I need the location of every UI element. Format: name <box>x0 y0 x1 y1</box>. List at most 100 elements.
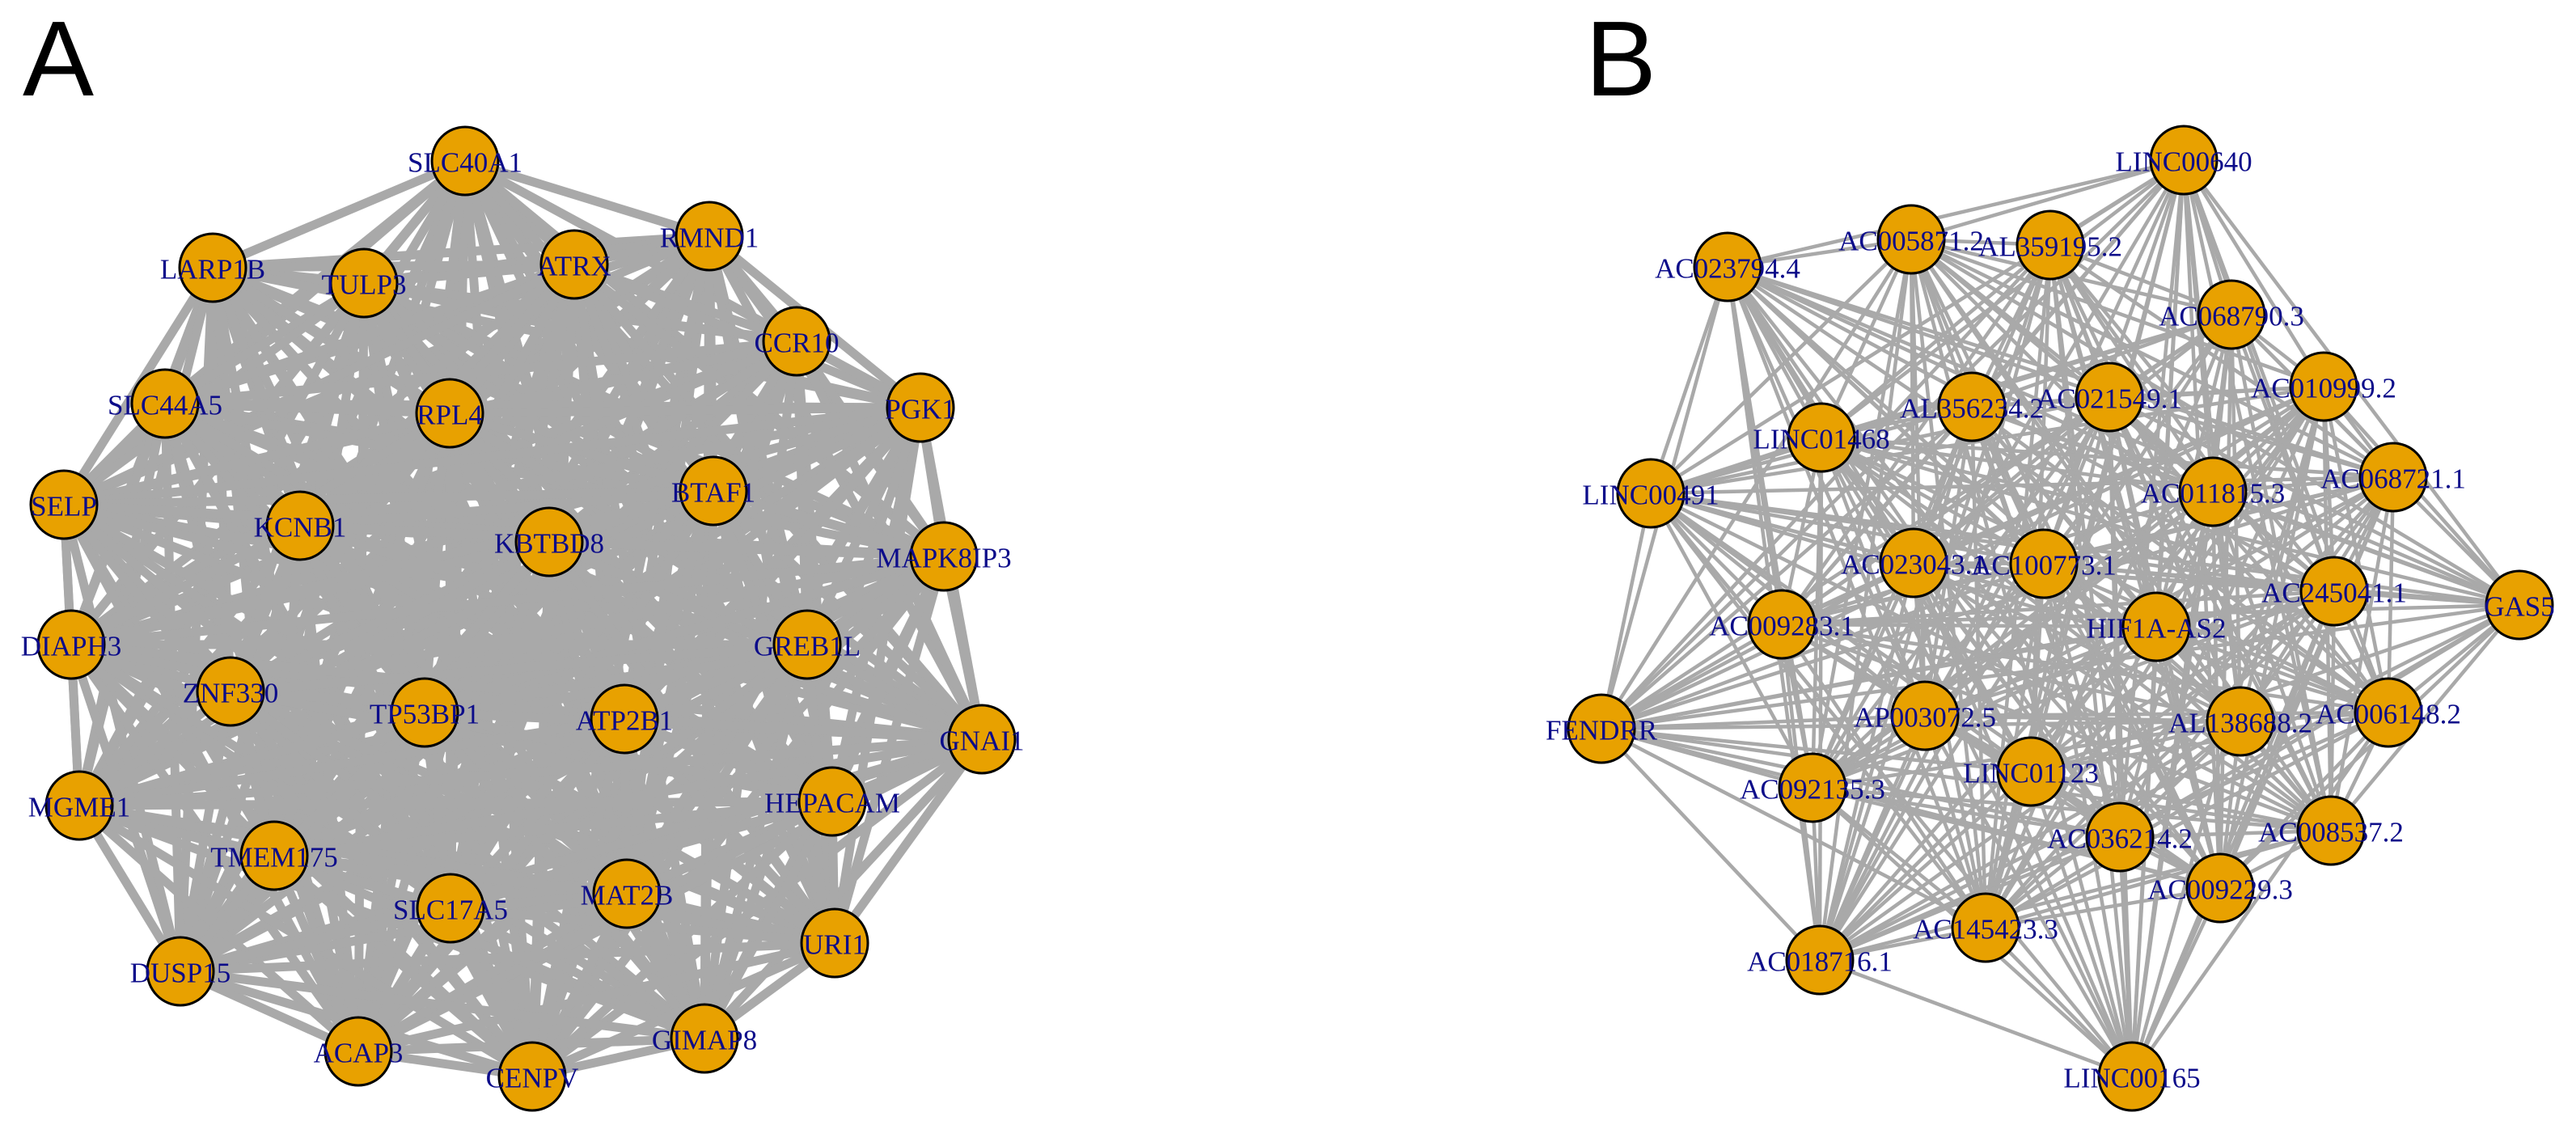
node-acap3[interactable] <box>324 1016 393 1087</box>
node-hif1a-as2[interactable] <box>2121 591 2191 662</box>
edge <box>830 407 925 944</box>
edge <box>463 156 711 241</box>
node-label: AC005871.2 <box>1838 226 1984 257</box>
edge <box>2155 476 2395 628</box>
node-tulp3[interactable] <box>329 247 399 319</box>
node-label: AL356234.2 <box>1900 393 2044 425</box>
edge <box>2041 563 2134 1077</box>
edge <box>69 640 629 899</box>
node-diaph3[interactable] <box>36 609 106 680</box>
edge <box>2042 313 2233 565</box>
node-tmem175[interactable] <box>239 820 309 891</box>
node-selp[interactable] <box>29 469 99 540</box>
node-al356234-2[interactable] <box>1937 371 2007 442</box>
node-ccr10[interactable] <box>762 306 831 377</box>
node-uri1[interactable] <box>800 907 869 979</box>
node-pgk1[interactable] <box>886 372 955 443</box>
node-gas5[interactable] <box>2485 569 2554 641</box>
node-rpl4[interactable] <box>415 378 484 449</box>
node-rmnd1[interactable] <box>675 201 744 272</box>
edge <box>2119 828 2332 840</box>
node-ac005871-2[interactable] <box>1876 204 1946 275</box>
node-circle <box>2206 686 2275 757</box>
node-ac092135-3[interactable] <box>1778 752 1847 823</box>
edge <box>1599 493 1653 730</box>
node-circle <box>590 683 659 755</box>
node-label: DIAPH3 <box>21 631 121 662</box>
node-ac036214-2[interactable] <box>2085 801 2155 873</box>
node-cenpv[interactable] <box>497 1041 567 1112</box>
edge <box>2030 769 2332 833</box>
node-atrx[interactable] <box>539 229 609 300</box>
edge <box>1781 622 2241 724</box>
node-greb1l[interactable] <box>772 609 842 680</box>
node-kbtbd8[interactable] <box>514 506 584 577</box>
node-circle <box>514 506 584 577</box>
node-atp2b1[interactable] <box>590 683 659 755</box>
node-label: DUSP15 <box>130 958 231 989</box>
node-linc00640[interactable] <box>2149 125 2219 196</box>
node-ac245041-1[interactable] <box>2299 556 2369 627</box>
edge <box>2030 603 2520 774</box>
node-slc17a5[interactable] <box>416 873 485 944</box>
node-ac009229-3[interactable] <box>2185 852 2255 924</box>
edge <box>1781 622 2389 715</box>
node-ap003072-5[interactable] <box>1890 680 1960 751</box>
node-label: ATP2B1 <box>576 705 674 737</box>
node-ac006148-2[interactable] <box>2354 677 2423 748</box>
node-al359195-2[interactable] <box>2016 209 2085 281</box>
edge <box>1727 158 2185 269</box>
node-linc01123[interactable] <box>1996 736 2066 807</box>
node-circle <box>2485 569 2554 641</box>
node-larp1b[interactable] <box>178 232 247 303</box>
edge <box>1819 437 2134 1077</box>
node-ac068790-3[interactable] <box>2197 279 2266 350</box>
node-fendrr[interactable] <box>1567 693 1636 764</box>
node-label: SLC44A5 <box>108 390 222 421</box>
node-tp53bp1[interactable] <box>390 677 459 748</box>
node-label: TP53BP1 <box>370 699 480 730</box>
node-mapk8ip3[interactable] <box>909 521 979 592</box>
node-ac068721-1[interactable] <box>2358 442 2428 513</box>
node-linc01468[interactable] <box>1787 402 1856 473</box>
edge <box>63 486 714 510</box>
node-linc00491[interactable] <box>1616 458 1686 529</box>
node-ac145423-3[interactable] <box>1951 892 2020 963</box>
node-circle <box>2016 209 2085 281</box>
node-mat2b[interactable] <box>592 858 662 929</box>
node-slc44a5[interactable] <box>130 368 200 439</box>
node-ac023043-1[interactable] <box>1879 527 1948 598</box>
edge <box>61 157 468 509</box>
node-hepacam[interactable] <box>797 766 867 837</box>
node-label: PGK1 <box>885 394 956 425</box>
node-gimap8[interactable] <box>670 1003 739 1074</box>
node-ac100773-1[interactable] <box>2009 528 2079 599</box>
node-gnai1[interactable] <box>947 704 1017 775</box>
node-ac010999-2[interactable] <box>2289 351 2358 422</box>
node-btaf1[interactable] <box>679 455 748 527</box>
node-znf330[interactable] <box>196 656 265 727</box>
edge <box>1812 624 2157 790</box>
node-ac009283-1[interactable] <box>1747 589 1817 660</box>
node-circle <box>2185 852 2255 924</box>
node-dusp15[interactable] <box>146 936 215 1007</box>
node-al138688-2[interactable] <box>2206 686 2275 757</box>
node-ac011815-3[interactable] <box>2178 456 2248 527</box>
node-linc00165[interactable] <box>2097 1041 2167 1112</box>
node-ac008537-2[interactable] <box>2296 795 2366 866</box>
node-circle <box>1890 680 1960 751</box>
node-label: GREB1L <box>754 631 861 662</box>
node-circle <box>2075 362 2144 433</box>
node-ac018716-1[interactable] <box>1785 924 1855 996</box>
node-label: SLC40A1 <box>408 147 522 179</box>
node-kcnb1[interactable] <box>265 490 335 561</box>
node-label: MAPK8IP3 <box>876 543 1011 574</box>
node-circle <box>2289 351 2358 422</box>
node-mgme1[interactable] <box>44 770 114 841</box>
node-ac023794-4[interactable] <box>1693 231 1762 302</box>
node-slc40a1[interactable] <box>430 125 500 197</box>
edge <box>210 156 467 273</box>
edge <box>273 734 983 861</box>
node-label: RMND1 <box>660 222 759 254</box>
node-ac021549-1[interactable] <box>2075 362 2144 433</box>
